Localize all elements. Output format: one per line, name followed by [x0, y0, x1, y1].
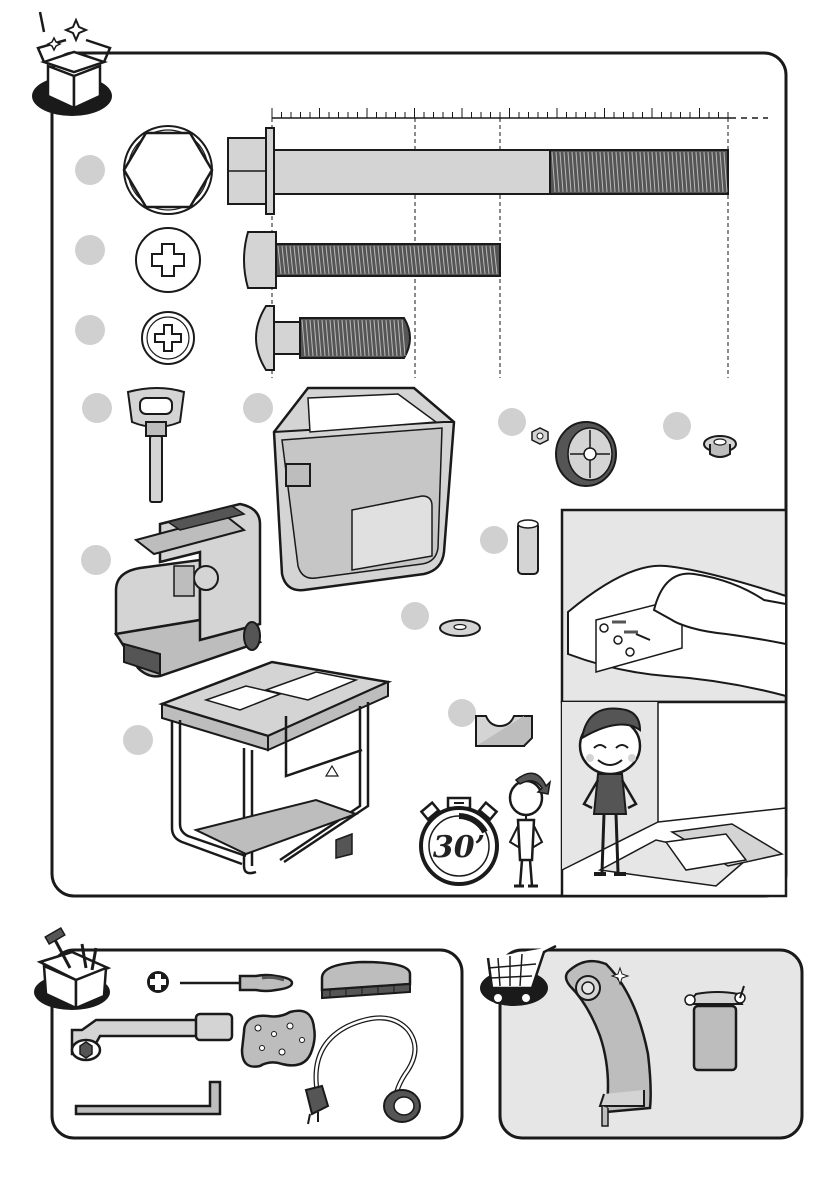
optional-items-panel — [480, 910, 820, 1170]
part-badge — [243, 393, 273, 423]
parts-panel: 30’ — [0, 0, 840, 910]
assembly-time-label: 30’ — [433, 830, 485, 865]
sponge — [242, 1011, 315, 1067]
spacer-tube — [518, 520, 538, 574]
character-reading-panel — [562, 702, 786, 896]
part-badge — [663, 412, 691, 440]
part-badge — [81, 545, 111, 575]
toolbox-icon — [34, 928, 110, 1010]
washer — [440, 620, 480, 636]
read-instructions-panel — [562, 510, 786, 702]
tools-panel — [0, 910, 480, 1170]
part-badge — [401, 602, 429, 630]
part-badge — [123, 725, 153, 755]
part-badge — [498, 408, 526, 436]
part-badge — [480, 526, 508, 554]
part-badge — [75, 235, 105, 265]
container — [274, 388, 454, 590]
part-badge — [448, 699, 476, 727]
cutter-blade — [685, 986, 745, 1070]
part-badge — [75, 315, 105, 345]
brush — [322, 962, 410, 998]
open-box-icon — [32, 12, 112, 116]
part-badge — [82, 393, 112, 423]
part-badge — [75, 155, 105, 185]
